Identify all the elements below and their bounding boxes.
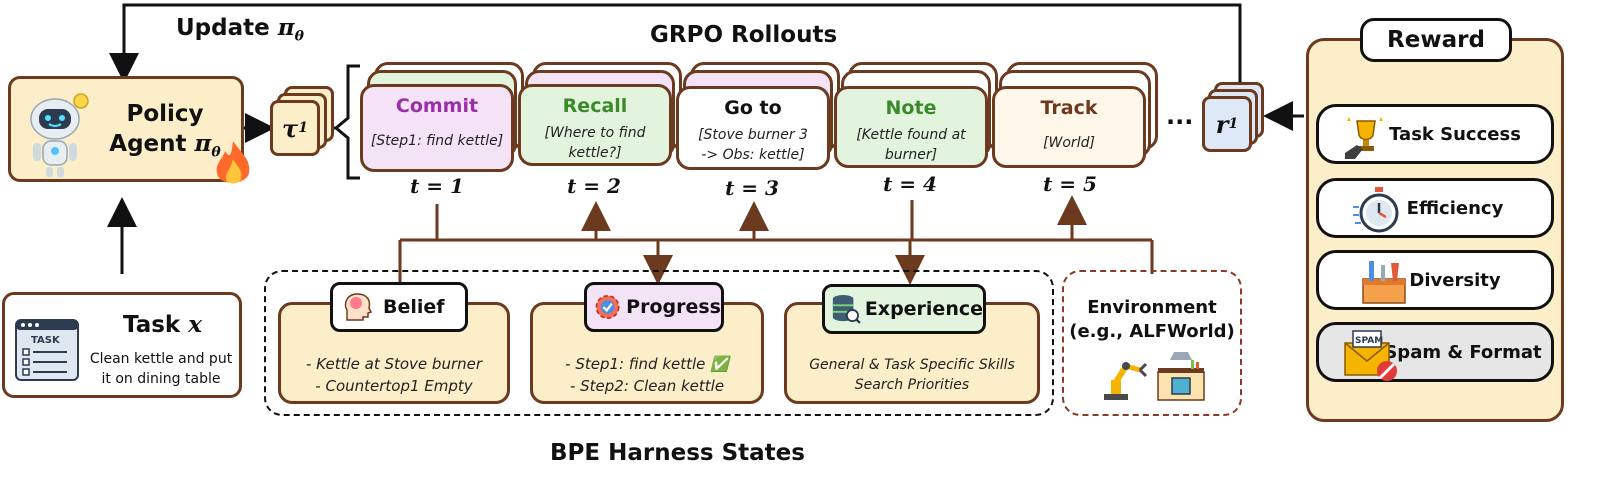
experience-line: General & Task Specific Skills — [809, 357, 1015, 373]
environment-label: Environment(e.g., ALFWorld) — [1069, 297, 1235, 342]
step-title: Track — [1040, 97, 1098, 119]
progress-line: - Step2: Clean kettle — [569, 377, 725, 395]
spam-icon-text: SPAM — [1355, 336, 1383, 346]
toolbox-icon — [1362, 261, 1406, 304]
task-icon-text: TASK — [31, 335, 61, 346]
trophy-hand-icon — [1345, 117, 1383, 159]
step-title: Recall — [562, 95, 628, 117]
brain-head-icon — [344, 293, 373, 321]
time-label: t = 5 — [1043, 172, 1097, 196]
stopwatch-icon — [1353, 187, 1399, 233]
update-loop-arrow — [109, 3, 1242, 83]
step-track-card: Track [World] — [992, 86, 1146, 168]
task-title: Task x — [123, 311, 202, 338]
step-title: Go to — [724, 97, 782, 119]
update-label: Update πθ — [176, 14, 304, 45]
rollouts-title: GRPO Rollouts — [650, 22, 838, 48]
gear-check-icon — [595, 294, 620, 320]
experience-line: Search Priorities — [854, 377, 970, 393]
step-desc: [Stove burner 3-> Obs: kettle] — [698, 127, 808, 163]
robot-arm-icon — [1104, 362, 1148, 400]
step-commit-card: Commit [Step1: find kettle] — [360, 84, 514, 172]
reward-diversity: Diversity — [1316, 250, 1554, 310]
time-label: t = 2 — [567, 174, 621, 198]
step-title: Note — [885, 97, 937, 119]
step-desc: [World] — [1043, 135, 1095, 151]
ellipsis: ... — [1166, 102, 1194, 130]
reward-efficiency: Efficiency — [1316, 178, 1554, 238]
robot-icon — [30, 93, 89, 177]
time-label: t = 3 — [725, 176, 779, 200]
progress-title: Progress — [584, 282, 724, 332]
belief-title: Belief — [330, 282, 468, 332]
policy-agent-box: Policy Agent πθ — [8, 76, 250, 184]
time-label: t = 1 — [410, 174, 464, 198]
environment-box: Environment(e.g., ALFWorld) — [1062, 270, 1242, 416]
time-label: t = 4 — [883, 172, 937, 196]
policy-agent-label: Policy Agent πθ — [109, 101, 221, 161]
kitchen-icon — [1157, 352, 1205, 401]
reward-spam-format: SPAM Spam & Format — [1316, 322, 1554, 382]
step-desc: [Step1: find kettle] — [370, 133, 504, 149]
database-search-icon — [832, 295, 861, 324]
reward-task-success: Task Success — [1316, 104, 1554, 164]
step-goto-card: Go to [Stove burner 3-> Obs: kettle] — [676, 86, 830, 170]
step-title: Commit — [395, 95, 479, 117]
experience-title: Experience — [822, 284, 986, 334]
task-list-icon: TASK — [15, 319, 79, 381]
belief-line: - Kettle at Stove burner — [305, 355, 483, 373]
rollout-bracket — [333, 64, 360, 180]
harness-states-frame — [264, 270, 1054, 416]
fire-icon — [216, 141, 250, 184]
reward-title: Reward — [1360, 18, 1512, 62]
harness-title: BPE Harness States — [550, 440, 805, 466]
progress-line: - Step1: find kettle ✅ — [565, 355, 729, 373]
belief-line: - Countertop1 Empty — [315, 377, 473, 395]
spam-mail-icon: SPAM — [1344, 330, 1397, 381]
